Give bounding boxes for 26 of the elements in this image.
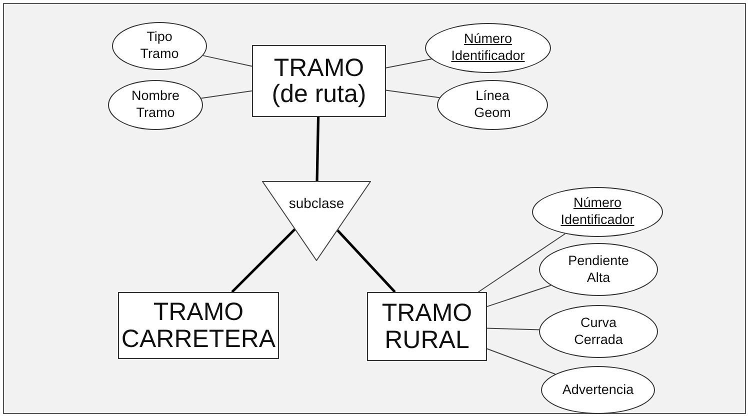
entity-name: TRAMO CARRETERA (121, 299, 276, 352)
connector-line (202, 55, 252, 67)
attribute-name: Línea Geom (473, 88, 512, 122)
connector-line (386, 58, 432, 68)
entity-name: TRAMO (de ruta) (270, 54, 368, 108)
connector-line (478, 233, 566, 292)
attribute-name: Curva Cerrada (573, 314, 624, 348)
attribute-name: Nombre Tramo (130, 88, 180, 122)
entity-box (252, 45, 386, 117)
connector-line (486, 328, 540, 330)
connector-line (486, 348, 556, 375)
hierarchy-line (316, 116, 320, 182)
hierarchy-line (336, 229, 396, 293)
connector-line (486, 284, 552, 308)
subclass-label: subclase (288, 195, 344, 212)
connector-line (200, 90, 252, 99)
attribute-name: Pendiente Alta (567, 252, 630, 286)
attribute-name: Advertencia (562, 382, 634, 398)
hierarchy-line (231, 228, 296, 293)
entity-box (367, 292, 487, 361)
entity-name: TRAMO RURAL (380, 300, 474, 353)
connector-line (386, 90, 440, 98)
key-attribute-name: Número Identificador (450, 31, 526, 65)
attribute-name: Tipo Tramo (139, 29, 180, 63)
key-attribute-name: Número Identificador (560, 195, 636, 229)
entity-box (118, 292, 279, 359)
